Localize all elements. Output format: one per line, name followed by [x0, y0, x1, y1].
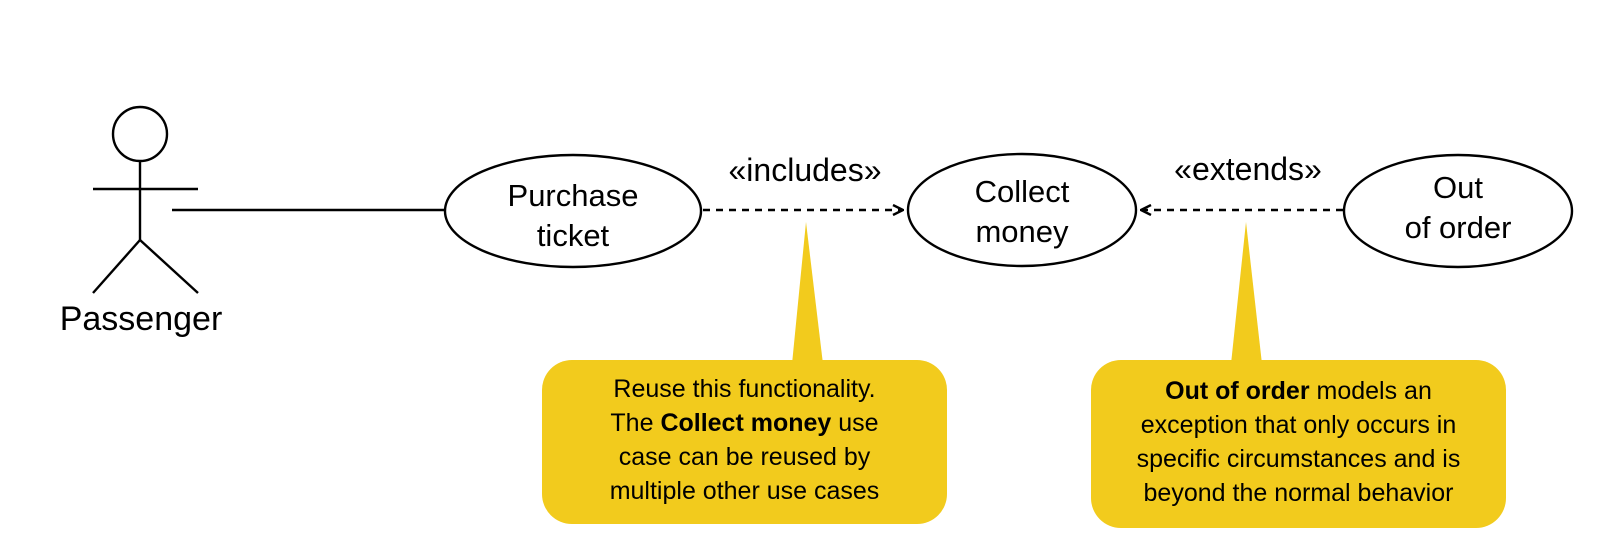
extends-relation: «extends» — [1141, 151, 1343, 210]
extends-note-line1: Out of order models an — [1165, 377, 1432, 405]
callout-includes-shape — [542, 222, 947, 524]
stick-figure-icon — [92, 105, 199, 294]
use-case-collect-money[interactable]: Collect money — [906, 152, 1138, 268]
use-case-collect-line2: money — [975, 214, 1069, 249]
use-case-outoforder-line1: Out — [1433, 170, 1483, 205]
callout-extends-shape — [1091, 222, 1506, 528]
callout-includes-note: Reuse this functionality. The Collect mo… — [542, 372, 947, 508]
callout-extends-note: Out of order models an exception that on… — [1091, 374, 1506, 510]
use-case-out-of-order[interactable]: Out of order — [1342, 153, 1574, 269]
use-case-outoforder-line2: of order — [1405, 210, 1512, 245]
includes-note-line1: Reuse this functionality. — [613, 375, 876, 403]
extends-label: «extends» — [1174, 151, 1322, 187]
use-case-purchase-line2: ticket — [537, 218, 610, 253]
use-case-purchase-ticket[interactable]: Purchase ticket — [443, 153, 703, 269]
extends-note-line4: beyond the normal behavior — [1143, 479, 1454, 507]
includes-note-line2: The Collect money use — [610, 409, 879, 437]
actor-passenger[interactable]: Passenger — [60, 105, 223, 338]
extends-note-line2: exception that only occurs in — [1140, 411, 1457, 439]
includes-note-line4: multiple other use cases — [609, 477, 880, 505]
includes-note-line3: case can be reused by — [618, 443, 871, 471]
use-case-purchase-line1: Purchase — [508, 178, 639, 213]
includes-label: «includes» — [729, 152, 882, 188]
actor-label: Passenger — [60, 300, 223, 338]
includes-relation: «includes» — [703, 152, 903, 210]
use-case-collect-line1: Collect — [975, 174, 1070, 209]
extends-note-line3: specific circumstances and is — [1136, 445, 1461, 473]
